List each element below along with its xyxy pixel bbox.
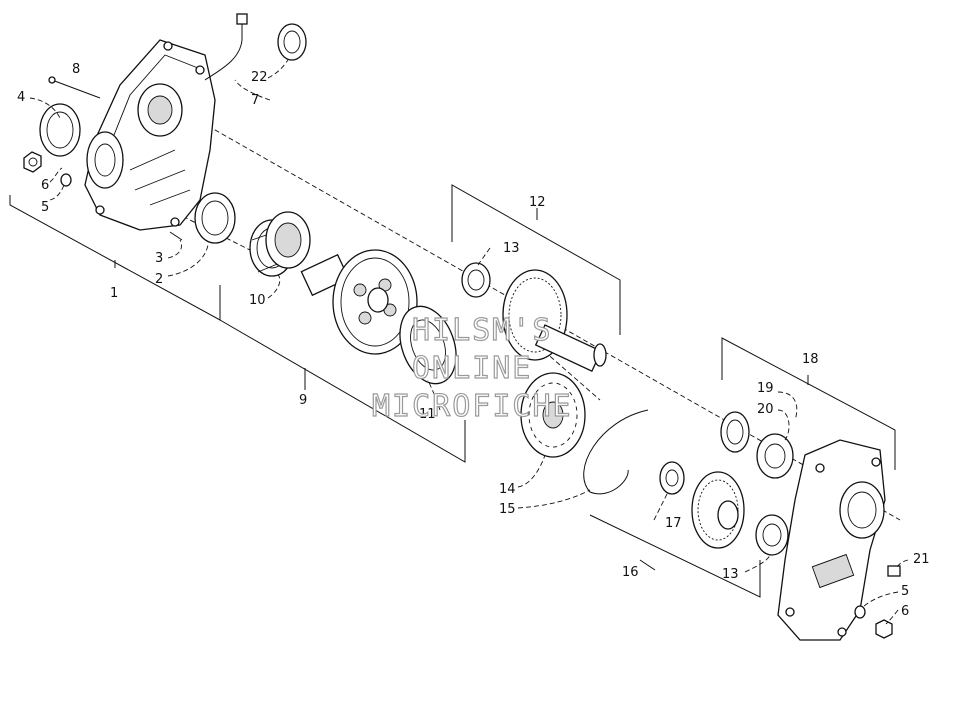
callout-6-left: 6 xyxy=(41,178,49,193)
callout-12: 12 xyxy=(529,195,546,210)
callout-5-left: 5 xyxy=(41,200,49,215)
callout-2: 2 xyxy=(155,272,163,287)
bearing-part-20 xyxy=(756,433,794,479)
callout-6-right: 6 xyxy=(901,604,909,619)
callout-1: 1 xyxy=(110,286,118,301)
callout-11: 11 xyxy=(419,407,436,422)
carrier-part-9 xyxy=(300,249,418,355)
washer-part-5 xyxy=(60,173,72,187)
callout-4: 4 xyxy=(17,90,25,105)
watermark-line-3: MICROFICHE xyxy=(372,389,573,424)
callout-20: 20 xyxy=(757,402,774,417)
seal-part-2 xyxy=(194,192,236,244)
snap-ring-part-15 xyxy=(583,409,649,495)
callout-8: 8 xyxy=(72,62,80,77)
sensor-wire xyxy=(204,13,248,81)
sprocket-part-14 xyxy=(520,372,586,458)
callout-10: 10 xyxy=(249,293,266,308)
thrust-plate-part-11 xyxy=(399,305,457,385)
gear-part-12 xyxy=(502,269,607,373)
callout-18: 18 xyxy=(802,352,819,367)
watermark-line-1: HILSM'S xyxy=(412,313,552,348)
callouts: 8 4 6 5 3 2 1 22 7 10 9 11 12 13 14 15 1… xyxy=(17,62,930,619)
group-bracket-16 xyxy=(589,514,761,598)
left-housing-part-1 xyxy=(84,39,216,231)
seal-part-19 xyxy=(720,411,750,453)
bearing-part-13-lower xyxy=(755,514,789,556)
bearing-part-10 xyxy=(249,211,311,277)
pin-part-8 xyxy=(48,76,101,99)
group-bracket-18 xyxy=(721,337,896,470)
callout-16: 16 xyxy=(622,565,639,580)
callout-22: 22 xyxy=(251,70,268,85)
callout-14: 14 xyxy=(499,482,516,497)
bolt-part-21 xyxy=(887,565,901,577)
seal-part-4 xyxy=(39,103,81,157)
callout-9: 9 xyxy=(299,393,307,408)
washer-part-5-right xyxy=(854,605,866,619)
watermark: HILSM'S ONLINE MICROFICHE xyxy=(371,312,573,424)
bolt-part-6 xyxy=(23,151,42,173)
callout-15: 15 xyxy=(499,502,516,517)
dowel-part-3 xyxy=(169,231,183,241)
callout-17: 17 xyxy=(665,516,682,531)
gear-part-16 xyxy=(691,471,745,549)
leader-lines xyxy=(29,59,909,625)
bearing-part-17 xyxy=(659,461,685,495)
right-cover-part-18 xyxy=(777,439,886,641)
callout-13-lower: 13 xyxy=(722,567,739,582)
group-bracket-12 xyxy=(451,184,621,335)
group-bracket-9 xyxy=(219,285,466,463)
bolt-part-6-right xyxy=(875,619,893,639)
watermark-line-2: ONLINE xyxy=(412,351,532,386)
callout-7: 7 xyxy=(251,93,259,108)
callout-5-right: 5 xyxy=(901,584,909,599)
callout-21: 21 xyxy=(913,552,930,567)
callout-19: 19 xyxy=(757,381,774,396)
callout-3: 3 xyxy=(155,251,163,266)
cap-part-22 xyxy=(277,23,307,61)
bearing-part-13-upper xyxy=(461,262,491,298)
callout-13-upper: 13 xyxy=(503,241,520,256)
